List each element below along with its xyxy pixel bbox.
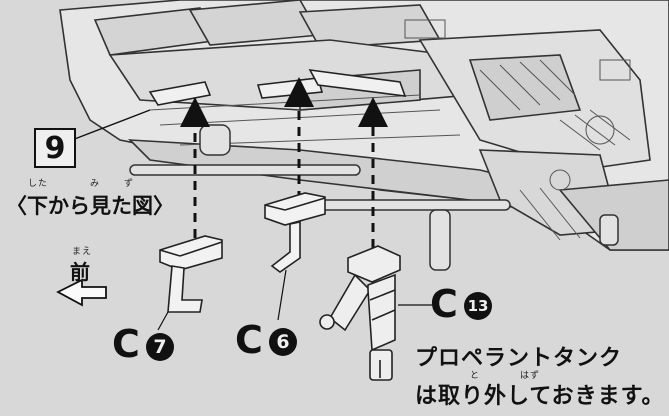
ruby-to: と bbox=[470, 371, 481, 381]
part-c6 bbox=[264, 192, 326, 273]
part-label-c6-number: 6 bbox=[269, 328, 297, 356]
part-c13 bbox=[319, 245, 401, 381]
note-line-1: プロペラントタンク bbox=[415, 346, 623, 371]
step-number: 9 bbox=[44, 130, 66, 166]
ruby-mae: まえ bbox=[72, 247, 93, 257]
front-label: 前 bbox=[70, 260, 90, 284]
part-label-c13-letter: C bbox=[430, 282, 458, 326]
ruby-shita: した bbox=[28, 179, 49, 189]
part-label-c7-number: 7 bbox=[146, 333, 174, 361]
part-label-c7-letter: C bbox=[112, 322, 140, 366]
part-c7 bbox=[159, 235, 223, 313]
ruby-zu: ず bbox=[124, 179, 135, 189]
guide-arrows bbox=[180, 77, 388, 248]
view-label: 〈下から見た図〉 bbox=[6, 194, 174, 218]
front-direction-icon bbox=[56, 278, 107, 307]
part-label-c13-number: 13 bbox=[464, 292, 492, 320]
step-number-box: 9 bbox=[34, 128, 76, 168]
part-label-c6-letter: C bbox=[235, 318, 263, 362]
note-line-2: は取り外しておきます。 bbox=[415, 384, 665, 409]
ruby-mi: み bbox=[90, 179, 101, 189]
ruby-hazu: はず bbox=[520, 371, 541, 381]
